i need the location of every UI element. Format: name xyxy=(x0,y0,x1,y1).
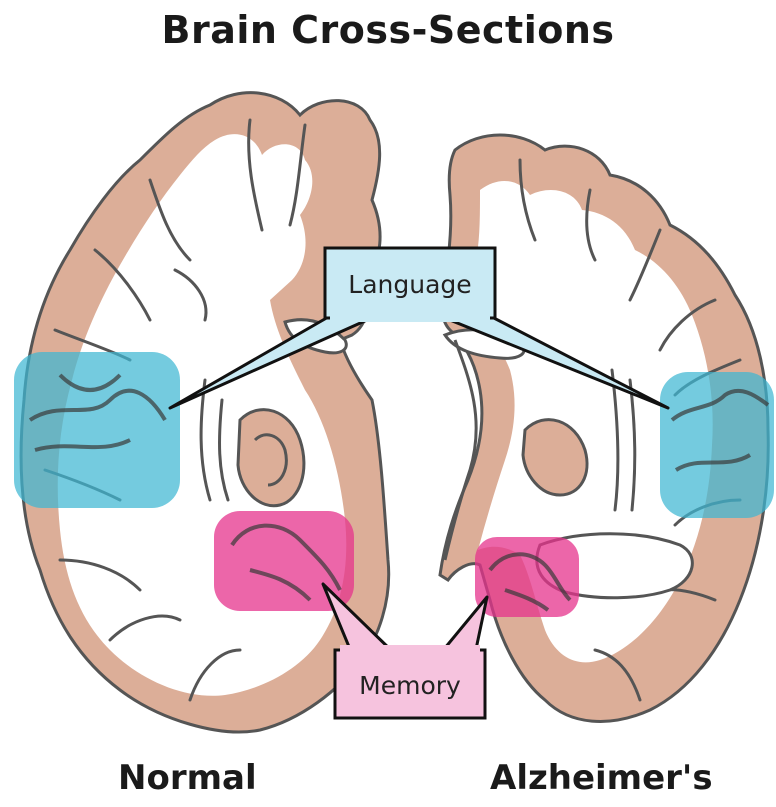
alzheimers-memory-region xyxy=(475,537,579,617)
alzheimers-language-region xyxy=(660,372,774,518)
normal-brain xyxy=(14,93,389,732)
alzheimers-brain xyxy=(440,135,774,721)
alzheimers-label: Alzheimer's xyxy=(490,758,713,798)
normal-label: Normal xyxy=(118,758,257,798)
normal-language-region xyxy=(14,352,180,508)
memory-callout-label: Memory xyxy=(359,671,461,700)
language-callout-label: Language xyxy=(348,270,471,299)
